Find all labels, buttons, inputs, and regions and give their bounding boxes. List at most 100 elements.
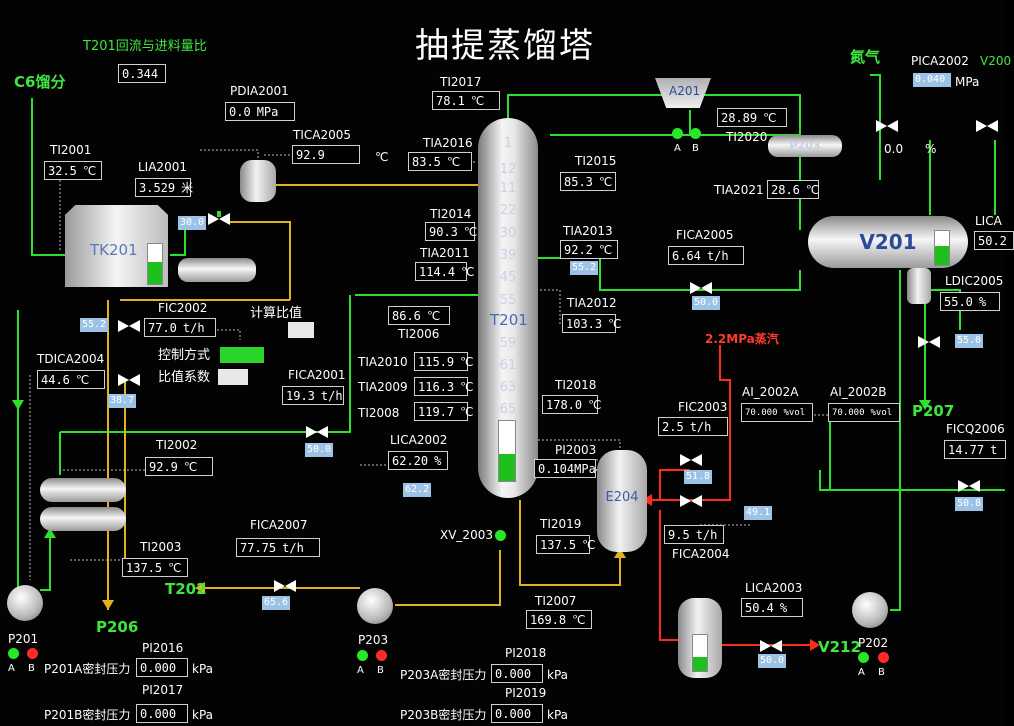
- ti2015-box[interactable]: 85.3℃: [560, 172, 616, 191]
- ti2020-box[interactable]: 28.89℃: [717, 108, 787, 127]
- pi2003-box[interactable]: 0.104MPa: [534, 459, 596, 478]
- fica2004-unit: t/h: [695, 528, 718, 542]
- xv2003-status[interactable]: [495, 530, 506, 541]
- valve-pica2002-a[interactable]: [876, 118, 898, 134]
- ti2021-box[interactable]: 28.6℃: [767, 180, 819, 199]
- valve-tica2005[interactable]: [208, 211, 230, 227]
- tica2005-unit: ℃: [375, 150, 389, 164]
- cv-tica2005[interactable]: 30.0: [178, 216, 207, 230]
- ti2017-box[interactable]: 78.1℃: [432, 91, 500, 110]
- valve-fic2003[interactable]: [680, 452, 702, 468]
- tica2005-box[interactable]: 92.9: [292, 145, 360, 164]
- cv-fica2001[interactable]: 50.0: [305, 443, 334, 457]
- tia2012-box[interactable]: 103.3℃: [562, 314, 622, 333]
- cv-fic2002[interactable]: 55.2: [80, 318, 109, 332]
- exchanger-e201[interactable]: [240, 160, 276, 202]
- ti2014-box[interactable]: 90.3℃: [425, 222, 477, 241]
- arrow-p206: [102, 600, 114, 610]
- ai2002b-value: 70.000: [832, 408, 865, 418]
- cv-fica2007[interactable]: 65.6: [262, 596, 291, 610]
- pump-p202[interactable]: [852, 592, 888, 628]
- pica2002-value[interactable]: 0.040: [913, 73, 951, 87]
- pi2017-box[interactable]: 0.000: [136, 704, 188, 723]
- ti2001-box[interactable]: 32.5℃: [44, 161, 102, 180]
- lica2002-box[interactable]: 62.20%: [388, 451, 448, 470]
- valve-ficq2006[interactable]: [958, 478, 980, 494]
- ti2002-box[interactable]: 92.9℃: [145, 457, 213, 476]
- ldic2005-box[interactable]: 55.0%: [940, 292, 1000, 311]
- valve-tdica2004[interactable]: [118, 372, 140, 388]
- valve-fica2004[interactable]: [680, 493, 702, 509]
- ratio-coef-button[interactable]: [218, 369, 248, 385]
- p201-a-status: [8, 648, 19, 659]
- tray-label: 39: [499, 248, 517, 263]
- exchanger-e204a[interactable]: [40, 507, 126, 531]
- valve-ldic2005[interactable]: [918, 334, 940, 350]
- reboiler-e204[interactable]: E204: [597, 450, 647, 552]
- ti2007-box[interactable]: 169.8℃: [526, 610, 592, 629]
- valve-fica2005[interactable]: [690, 280, 712, 296]
- cv-ldic2005[interactable]: 55.0: [955, 334, 984, 348]
- ti2018-box[interactable]: 178.0℃: [542, 395, 602, 414]
- pi2019-value: 0.000: [495, 707, 532, 721]
- pi2018-value: 0.000: [495, 667, 532, 681]
- pi2016-box[interactable]: 0.000: [136, 658, 188, 677]
- cv-lica2002[interactable]: 62.2: [403, 483, 432, 497]
- lica-r-box[interactable]: 50.2: [974, 231, 1014, 250]
- cv-fica2004[interactable]: 49.1: [744, 506, 773, 520]
- ai2002a-box[interactable]: 70.000%vol: [741, 403, 813, 422]
- lica2003-box[interactable]: 50.4%: [741, 598, 803, 617]
- tk201-tank[interactable]: TK201: [65, 205, 168, 287]
- ti2008-box[interactable]: 119.7℃: [414, 402, 474, 421]
- cv-fica2005[interactable]: 50.0: [692, 296, 721, 310]
- fic2003-unit: t/h: [689, 420, 712, 434]
- pi2018-unit: kPa: [547, 668, 568, 682]
- cv-tdica2004[interactable]: 38.7: [108, 394, 137, 408]
- cv-fic2003[interactable]: 51.8: [684, 470, 713, 484]
- tia2009-box[interactable]: 116.3℃: [414, 377, 474, 396]
- column-t201[interactable]: 1 12 11 22 30 39 45 55 T201 59 61 63 65: [478, 118, 538, 498]
- ti2019-box[interactable]: 137.5℃: [536, 535, 596, 554]
- drum-v201[interactable]: V201: [808, 216, 968, 268]
- valve-fic2002[interactable]: [118, 318, 140, 334]
- pi2019-unit: kPa: [547, 708, 568, 722]
- exchanger-p203[interactable]: P203: [768, 135, 842, 157]
- valve-lica2003[interactable]: [760, 638, 782, 654]
- tia2016-box[interactable]: 83.5℃: [408, 152, 472, 171]
- cv-tia2013[interactable]: 55.2: [570, 261, 599, 275]
- pipe-condensate: [659, 510, 680, 641]
- tia2011-box[interactable]: 114.4℃: [415, 262, 475, 281]
- cv-lica2003[interactable]: 50.0: [758, 654, 787, 668]
- pi2019-box[interactable]: 0.000: [491, 704, 543, 723]
- exchanger-e203[interactable]: [40, 478, 126, 502]
- ratio-value[interactable]: 0.344: [118, 64, 166, 83]
- cv-ficq2006[interactable]: 50.8: [955, 497, 984, 511]
- vessel-v212[interactable]: [678, 598, 722, 678]
- tia2013-box[interactable]: 92.2℃: [560, 240, 618, 259]
- valve-fica2001[interactable]: [306, 424, 328, 440]
- ti2003-box[interactable]: 137.5℃: [122, 558, 188, 577]
- valve-pica2002-b[interactable]: [976, 118, 998, 134]
- ctrl-mode-button[interactable]: [220, 347, 264, 363]
- ti2006-box[interactable]: 86.6℃: [388, 306, 450, 325]
- calc-ratio-button[interactable]: [288, 322, 314, 338]
- pump-p201[interactable]: [7, 585, 43, 621]
- tdica2004-box[interactable]: 44.6℃: [37, 370, 105, 389]
- ti2002-value: 92.9: [149, 460, 178, 474]
- valve-fica2007[interactable]: [274, 578, 296, 594]
- ai2002b-box[interactable]: 70.000%vol: [828, 403, 900, 422]
- pump-p203[interactable]: [357, 588, 393, 624]
- exchanger-e202[interactable]: [178, 258, 256, 282]
- tia2010-box[interactable]: 115.9℃: [414, 352, 474, 371]
- pi2018-box[interactable]: 0.000: [491, 664, 543, 683]
- tia2016-unit: ℃: [446, 155, 461, 169]
